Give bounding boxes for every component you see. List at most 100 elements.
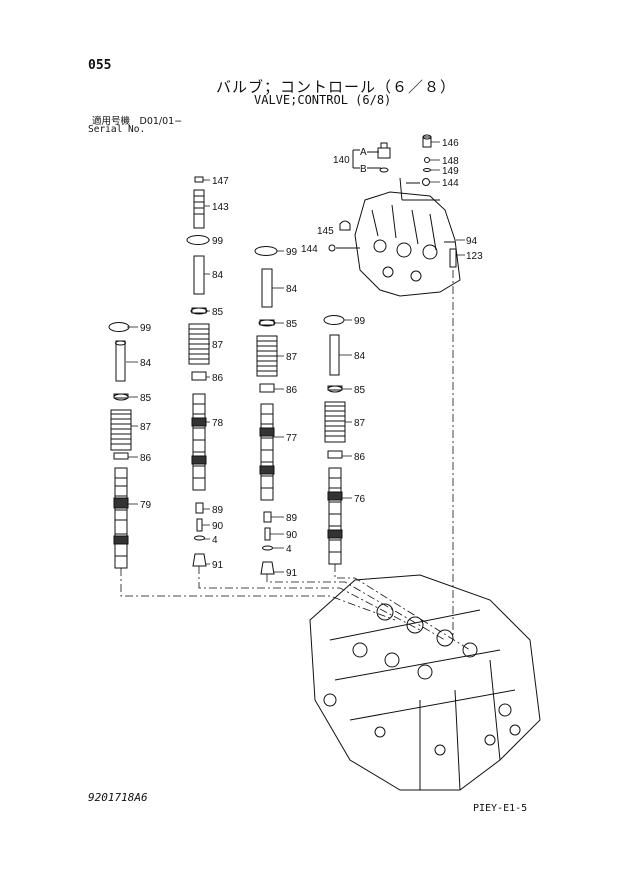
part-89-col3 bbox=[263, 511, 272, 523]
o-ring-99-col4 bbox=[323, 315, 345, 325]
callout-87-col3: 87 bbox=[286, 352, 298, 363]
cap-146 bbox=[422, 136, 432, 148]
callout-labels: 99 84 85 87 86 79 147 143 99 84 85 87 86… bbox=[140, 138, 483, 579]
title-japanese: バルブ；コントロール（６／８） bbox=[216, 78, 457, 96]
spool-column-3 bbox=[254, 246, 278, 575]
plunger-84-col2 bbox=[193, 255, 205, 295]
callout-78: 78 bbox=[212, 418, 224, 429]
plunger-84 bbox=[115, 340, 126, 382]
callout-84-col4: 84 bbox=[354, 351, 366, 362]
part-89-col2 bbox=[195, 502, 204, 514]
part-149 bbox=[423, 168, 431, 172]
page-number: 055 bbox=[88, 58, 112, 73]
spool-column-2 bbox=[186, 176, 210, 567]
spool-78 bbox=[191, 393, 207, 491]
callout-4-col2: 4 bbox=[212, 535, 218, 546]
callout-leaders bbox=[126, 141, 465, 573]
serial-label-japanese: 適用号機 D01/01− bbox=[92, 116, 183, 127]
plug-143 bbox=[193, 189, 205, 229]
callout-85-col3: 85 bbox=[286, 319, 298, 330]
seat-86-col4 bbox=[327, 450, 343, 459]
drawing-number: 9201718A6 bbox=[88, 791, 148, 804]
o-ring-99 bbox=[108, 322, 130, 332]
spool-79 bbox=[113, 467, 129, 569]
callout-85-col2: 85 bbox=[212, 307, 224, 318]
spring-90-col2 bbox=[196, 518, 203, 532]
seat-86 bbox=[113, 452, 129, 460]
callout-84-col2: 84 bbox=[212, 270, 224, 281]
callout-94: 94 bbox=[466, 236, 478, 247]
callout-86-col2: 86 bbox=[212, 373, 224, 384]
figure-code: PIEY-E1-5 bbox=[473, 803, 528, 814]
callout-149: 149 bbox=[442, 166, 459, 177]
callout-85-col4: 85 bbox=[354, 385, 366, 396]
spool-77 bbox=[259, 403, 275, 501]
callout-91-col3: 91 bbox=[286, 568, 298, 579]
plunger-84-col4 bbox=[329, 334, 340, 376]
spring-87-col4 bbox=[324, 401, 346, 443]
callout-86-col4: 86 bbox=[354, 452, 366, 463]
callout-90-col3: 90 bbox=[286, 530, 298, 541]
nut-144 bbox=[422, 178, 430, 186]
title-english: VALVE;CONTROL (6/8) bbox=[254, 93, 392, 107]
callout-140: 140 bbox=[333, 155, 350, 166]
serial-label-english: Serial No. bbox=[88, 124, 146, 135]
callout-145: 145 bbox=[317, 226, 334, 237]
callout-87-col2: 87 bbox=[212, 340, 224, 351]
callout-143: 143 bbox=[212, 202, 229, 213]
cap-147 bbox=[194, 176, 204, 183]
spring-90-col3 bbox=[264, 527, 271, 541]
callout-4-col3: 4 bbox=[286, 544, 292, 555]
assembly-leader-lines bbox=[120, 270, 471, 651]
seat-85 bbox=[113, 393, 129, 401]
ring-4-col3 bbox=[262, 545, 273, 551]
callout-85-col1: 85 bbox=[140, 393, 152, 404]
seat-85-col4 bbox=[327, 385, 343, 393]
seat-86-col2 bbox=[191, 371, 207, 381]
callout-146: 146 bbox=[442, 138, 459, 149]
cover-assembly bbox=[328, 134, 461, 297]
bolt-123 bbox=[449, 248, 457, 268]
callout-99-col4: 99 bbox=[354, 316, 366, 327]
seat-86-col3 bbox=[259, 383, 275, 393]
callout-87-col1: 87 bbox=[140, 422, 152, 433]
callout-90-col2: 90 bbox=[212, 521, 224, 532]
callout-86-col3: 86 bbox=[286, 385, 298, 396]
callout-148: 148 bbox=[442, 156, 459, 167]
callout-123: 123 bbox=[466, 251, 483, 262]
plug-91-col3 bbox=[260, 561, 275, 575]
spool-76 bbox=[327, 467, 343, 565]
o-ring-99-col2 bbox=[186, 235, 210, 245]
callout-99-col1: 99 bbox=[140, 323, 152, 334]
spool-column-1 bbox=[108, 322, 132, 569]
spring-87-col3 bbox=[256, 335, 278, 377]
callout-147: 147 bbox=[212, 176, 229, 187]
spool-column-4 bbox=[323, 315, 346, 565]
plug-140 bbox=[377, 147, 391, 159]
callout-76: 76 bbox=[354, 494, 366, 505]
callout-B: B bbox=[360, 164, 367, 175]
callout-99-col3: 99 bbox=[286, 247, 298, 258]
callout-A: A bbox=[360, 147, 367, 158]
part-148 bbox=[424, 157, 430, 163]
spring-87 bbox=[110, 409, 132, 451]
callout-91-col2: 91 bbox=[212, 560, 224, 571]
callout-99-col2: 99 bbox=[212, 236, 224, 247]
ring-4-col2 bbox=[194, 535, 205, 541]
o-ring-99-col3 bbox=[254, 246, 278, 256]
callout-89-col3: 89 bbox=[286, 513, 298, 524]
callout-87-col4: 87 bbox=[354, 418, 366, 429]
nut-144-lower bbox=[328, 244, 336, 252]
plunger-84-col3 bbox=[261, 268, 273, 308]
cap-145 bbox=[339, 220, 351, 231]
callout-84-col1: 84 bbox=[140, 358, 152, 369]
plug-91-col2 bbox=[192, 553, 207, 567]
callout-144-lower: 144 bbox=[301, 244, 318, 255]
callout-79: 79 bbox=[140, 500, 152, 511]
callout-89-col2: 89 bbox=[212, 505, 224, 516]
control-valve-body bbox=[309, 574, 541, 791]
callout-86-col1: 86 bbox=[140, 453, 152, 464]
callout-77: 77 bbox=[286, 433, 298, 444]
callout-144-top: 144 bbox=[442, 178, 459, 189]
